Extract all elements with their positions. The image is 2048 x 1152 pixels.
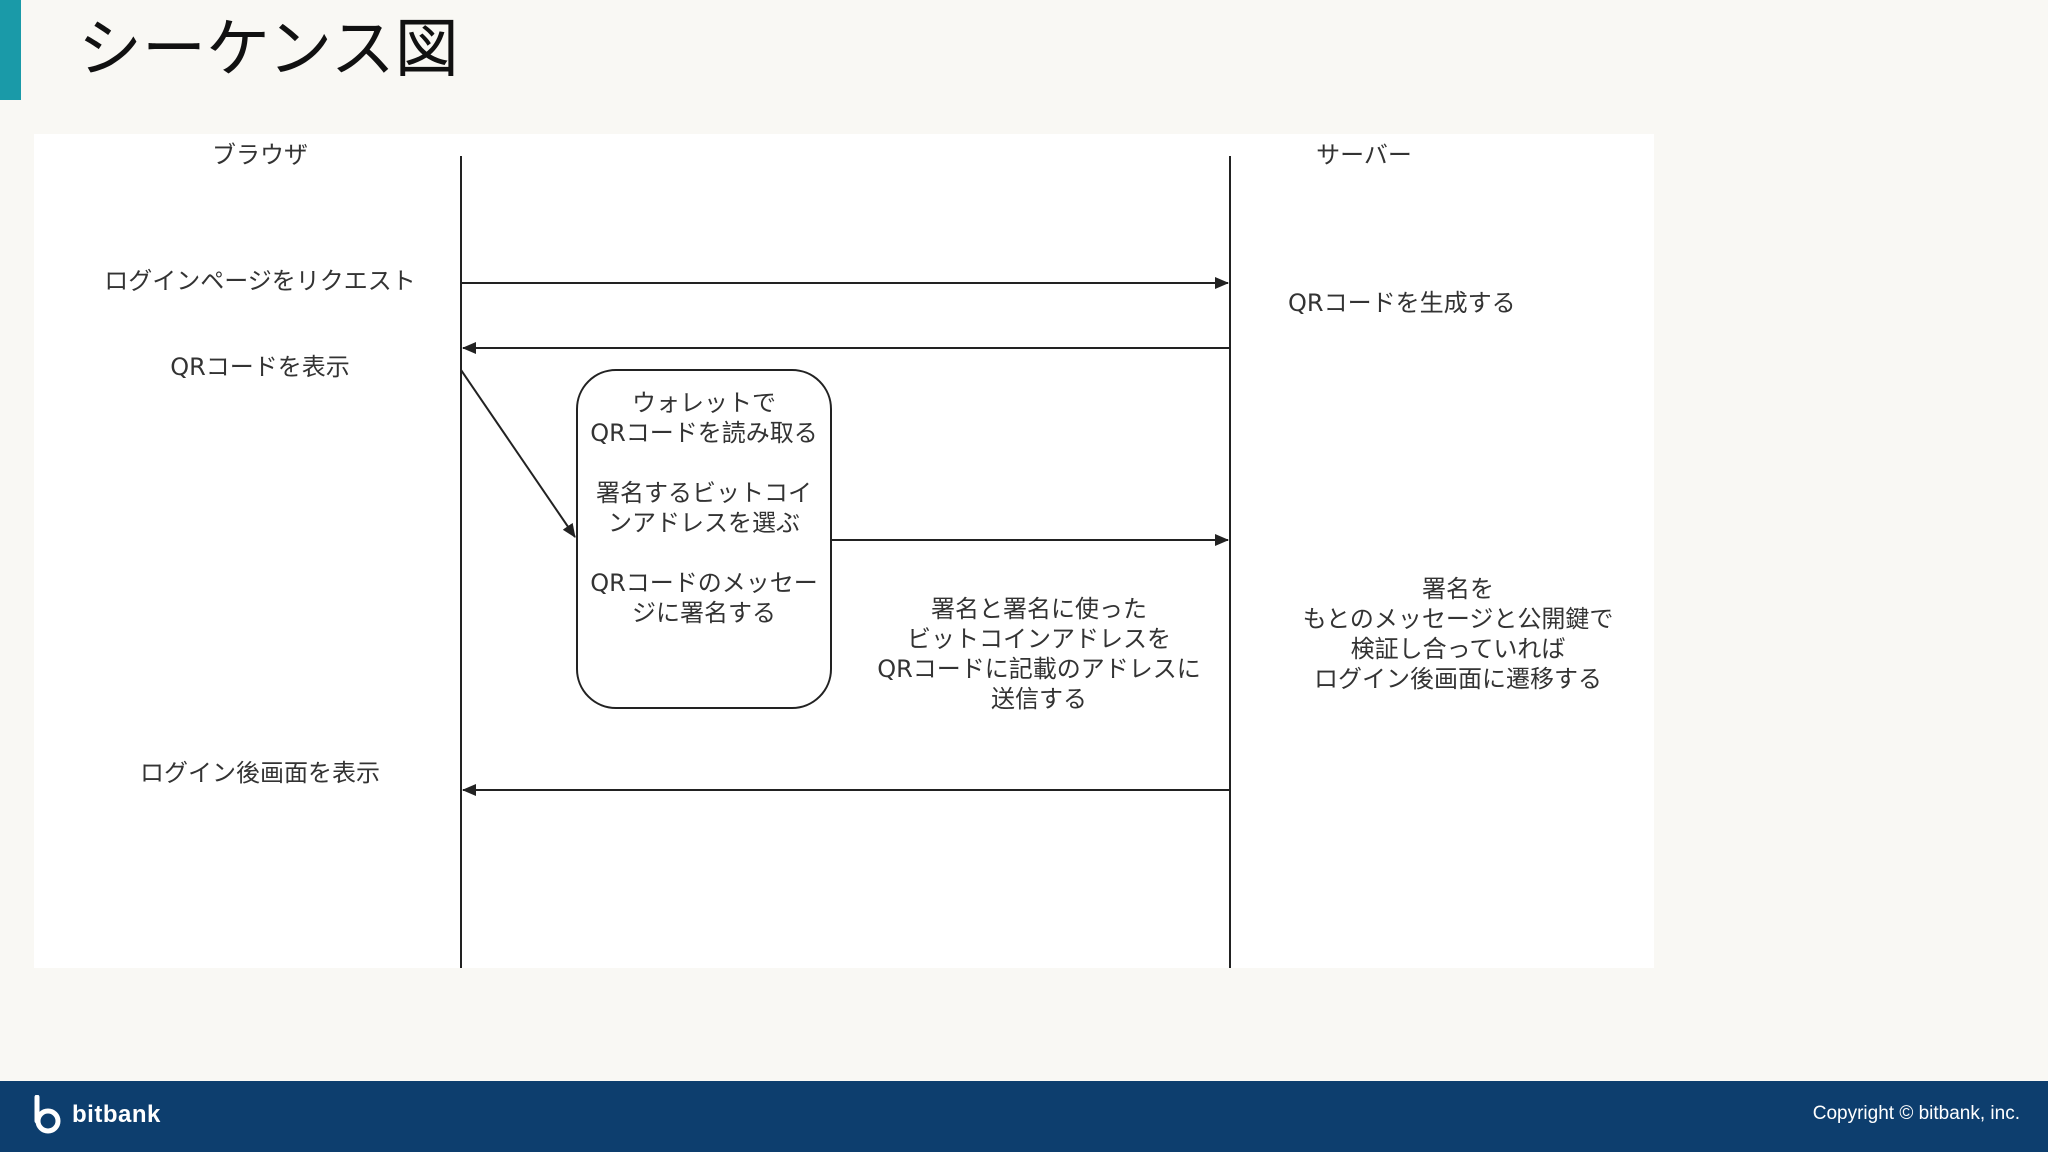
- slide-title: シーケンス図: [78, 13, 459, 87]
- browser-label: ブラウザ: [212, 141, 308, 169]
- title-accent-bar: [0, 0, 21, 100]
- bitbank-logo: bitbank: [32, 1095, 161, 1135]
- footer-bar: bitbank Copyright © bitbank, inc.: [0, 1081, 2048, 1152]
- sequence-diagram-lines: [460, 156, 1231, 968]
- sequence-diagram: ブラウザ サーバー ログインページをリクエスト QRコードを生成する QRコード…: [34, 134, 1654, 968]
- show-qr-label: QRコードを表示: [170, 353, 350, 381]
- show-after-login-label: ログイン後画面を表示: [140, 759, 380, 787]
- send-signature-label: 署名と署名に使った ビットコインアドレスを QRコードに記載のアドレスに 送信す…: [877, 595, 1201, 713]
- wallet-step-select-address: 署名するビットコイ ンアドレスを選ぶ: [596, 479, 812, 537]
- generate-qr-label: QRコードを生成する: [1288, 289, 1516, 317]
- brand-name: bitbank: [72, 1101, 161, 1128]
- wallet-process-box: [576, 369, 832, 709]
- wallet-step-scan: ウォレットで QRコードを読み取る: [590, 389, 818, 447]
- server-label: サーバー: [1316, 141, 1412, 169]
- copyright-text: Copyright © bitbank, inc.: [1812, 1103, 2020, 1124]
- request-login-label: ログインページをリクエスト: [104, 267, 416, 295]
- verify-label: 署名を もとのメッセージと公開鍵で 検証し合っていれば ログイン後画面に遷移する: [1302, 575, 1614, 693]
- bitbank-logo-icon: [34, 1095, 61, 1134]
- scan-qr-arrow: [460, 369, 576, 538]
- wallet-step-sign: QRコードのメッセー ジに署名する: [590, 569, 818, 627]
